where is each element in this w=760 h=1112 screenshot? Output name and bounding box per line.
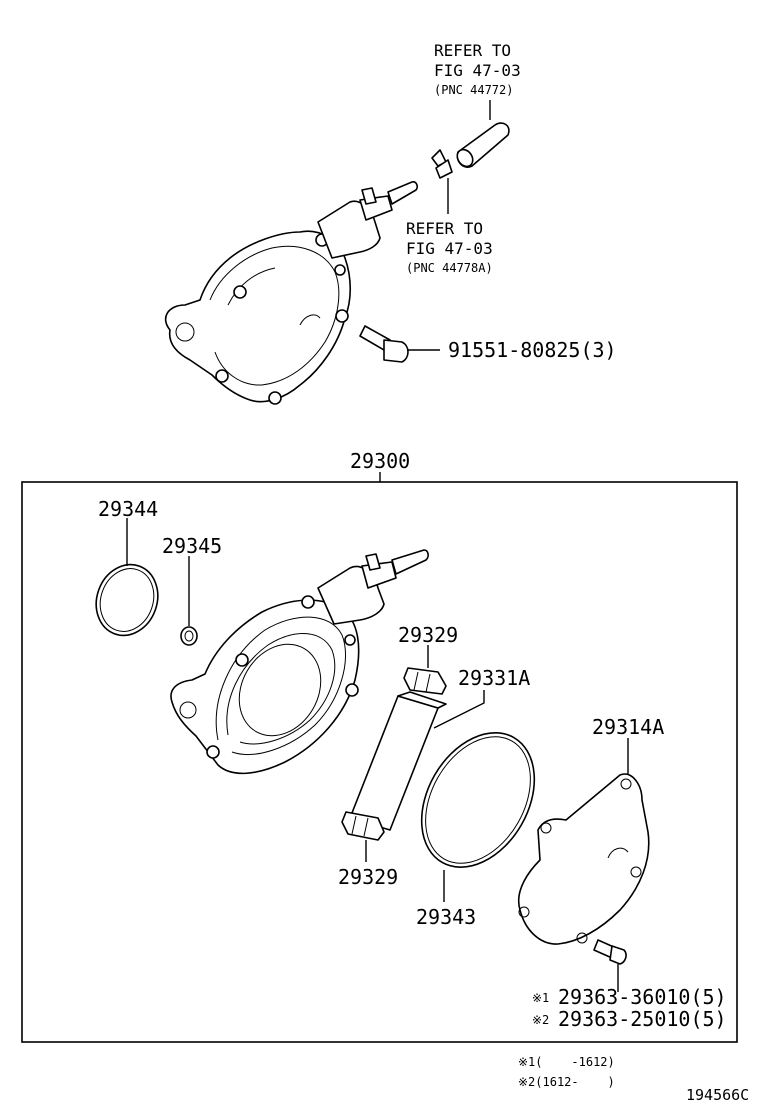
vane-icon bbox=[349, 691, 447, 831]
gasket-icon bbox=[420, 732, 536, 868]
part-oring-large: 29344 bbox=[98, 497, 158, 521]
note-2: ※2(1612- ) bbox=[518, 1075, 615, 1089]
part-screw-1: 29363-36010(5) bbox=[558, 985, 727, 1009]
ref-2-pnc: (PNC 44778A) bbox=[406, 261, 493, 275]
cap-upper-icon bbox=[403, 667, 447, 695]
screw-icon bbox=[593, 939, 627, 965]
part-cap-lower: 29329 bbox=[338, 865, 398, 889]
part-oring-small: 29345 bbox=[162, 534, 222, 558]
figure-code: 194566C bbox=[686, 1086, 749, 1104]
bolt-icon bbox=[359, 325, 409, 363]
assembly-frame bbox=[21, 481, 738, 1043]
cap-lower-icon bbox=[341, 811, 385, 841]
part-cover: 29314A bbox=[592, 715, 664, 739]
ref-2-line2: FIG 47-03 bbox=[406, 239, 493, 258]
part-vane: 29331A bbox=[458, 666, 530, 690]
oring-large-icon bbox=[95, 563, 159, 637]
ref-1-line2: FIG 47-03 bbox=[434, 61, 521, 80]
ref-2-line1: REFER TO bbox=[406, 219, 483, 238]
part-cap-upper: 29329 bbox=[398, 623, 458, 647]
hose bbox=[456, 122, 510, 168]
part-gasket: 29343 bbox=[416, 905, 476, 929]
marker-2: ※2 bbox=[532, 1013, 549, 1027]
part-assembly: 29300 bbox=[350, 449, 410, 473]
hose-clip bbox=[431, 149, 453, 179]
oring-small-icon bbox=[180, 626, 198, 646]
part-bolt-top: 91551-80825(3) bbox=[448, 338, 617, 362]
pump-housing bbox=[170, 549, 429, 775]
note-1: ※1( -1612) bbox=[518, 1055, 615, 1069]
marker-1: ※1 bbox=[532, 991, 549, 1005]
ref-1-line1: REFER TO bbox=[434, 41, 511, 60]
cover-icon bbox=[517, 773, 650, 945]
part-screw-2: 29363-25010(5) bbox=[558, 1007, 727, 1031]
ref-1-pnc: (PNC 44772) bbox=[434, 83, 513, 97]
vacuum-pump-installed bbox=[164, 181, 419, 405]
